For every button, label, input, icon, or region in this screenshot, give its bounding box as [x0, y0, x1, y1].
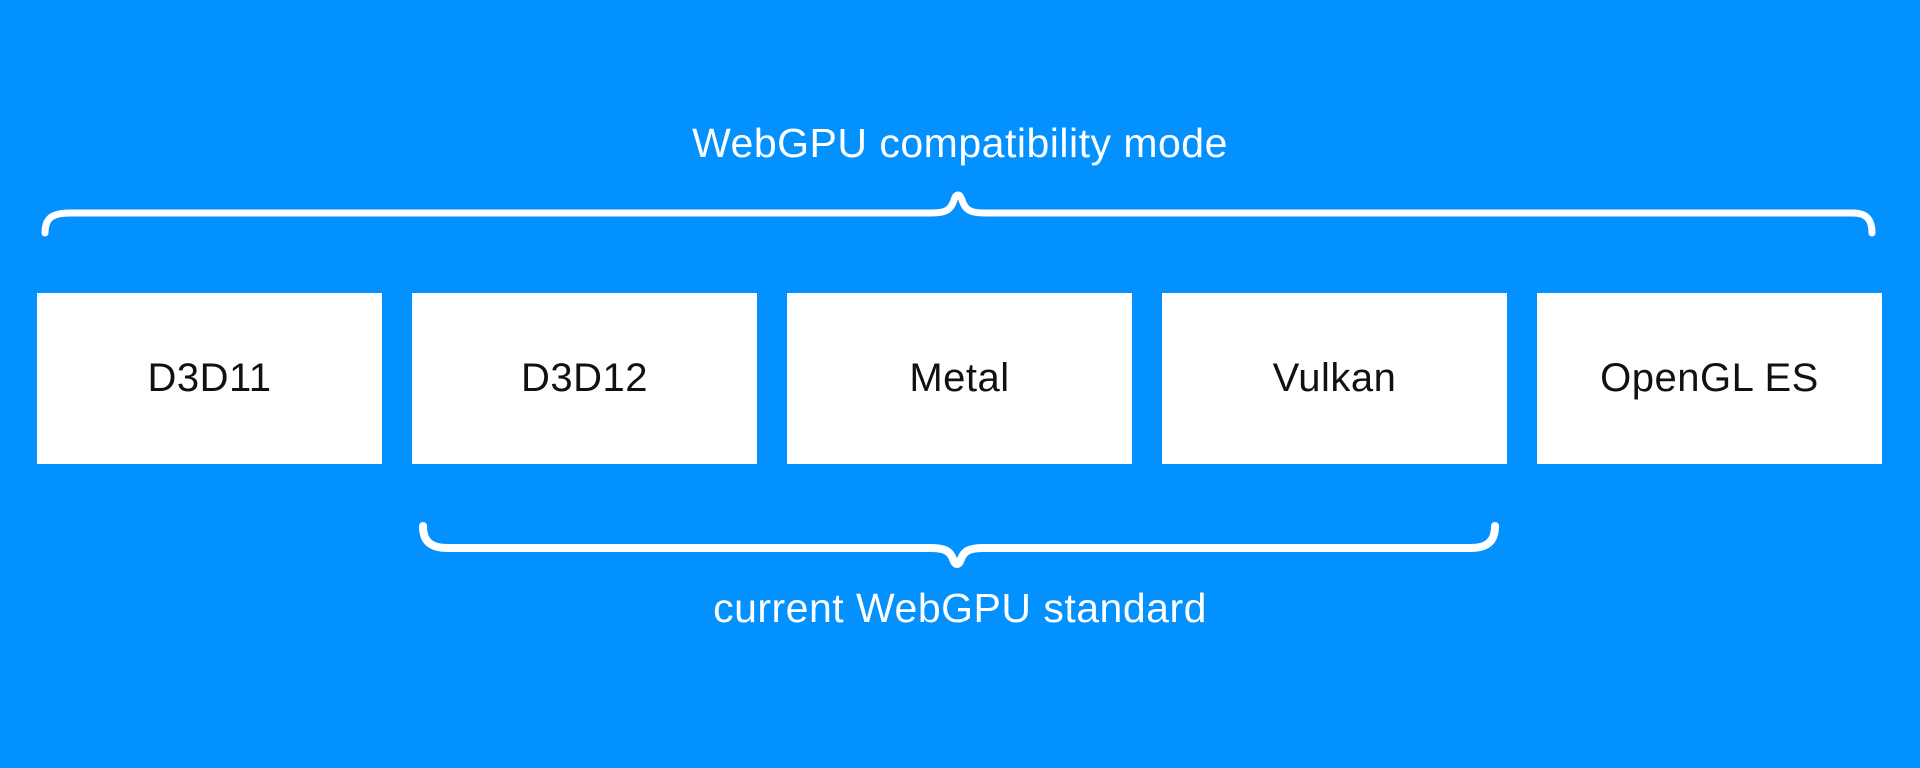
api-box-d3d12: D3D12	[412, 293, 757, 464]
api-boxes-row: D3D11 D3D12 Metal Vulkan OpenGL ES	[37, 293, 1882, 464]
bottom-brace-label: current WebGPU standard	[713, 585, 1207, 631]
api-box-vulkan: Vulkan	[1162, 293, 1507, 464]
top-brace-icon	[41, 191, 1876, 237]
api-box-d3d11: D3D11	[37, 293, 382, 464]
api-box-label: D3D11	[147, 356, 272, 400]
api-box-opengl-es: OpenGL ES	[1537, 293, 1882, 464]
api-box-label: Vulkan	[1272, 356, 1397, 400]
bottom-brace-icon	[419, 522, 1499, 569]
api-box-metal: Metal	[787, 293, 1132, 464]
api-box-label: D3D12	[520, 356, 648, 400]
top-brace-label: WebGPU compatibility mode	[692, 120, 1228, 166]
api-box-label: Metal	[909, 356, 1010, 400]
api-box-label: OpenGL ES	[1600, 356, 1819, 400]
